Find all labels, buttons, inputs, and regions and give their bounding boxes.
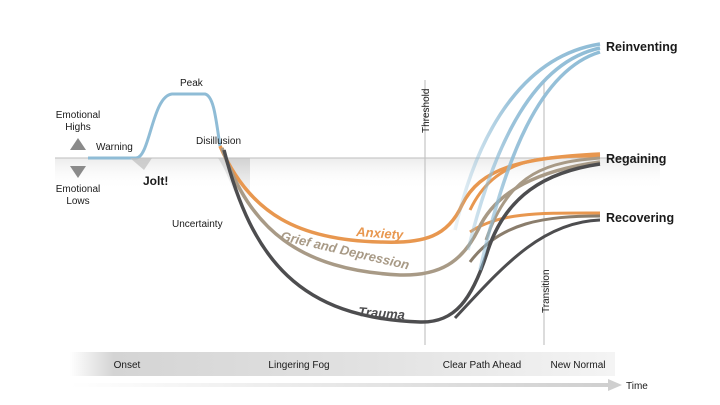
- time-label: Time: [626, 381, 648, 392]
- transition-label: Transition: [541, 269, 552, 313]
- down-triangle-icon: [70, 166, 86, 178]
- warning-label: Warning: [96, 142, 133, 153]
- phase-new-normal: New Normal: [550, 360, 605, 371]
- reinventing-label: Reinventing: [606, 40, 678, 54]
- peak-curve: [88, 92, 222, 160]
- emotional-highs-line2: Highs: [65, 122, 91, 133]
- jolt-label: Jolt!: [143, 174, 168, 188]
- phase-onset: Onset: [114, 360, 141, 371]
- grief-branch-2: [484, 156, 601, 241]
- emotional-lows-line2: Lows: [66, 196, 89, 207]
- anxiety-label: Anxiety: [355, 224, 405, 242]
- threshold-label: Threshold: [421, 89, 432, 133]
- jolt-shadow: [130, 158, 152, 170]
- time-arrow-icon: [608, 379, 622, 391]
- time-axis-bar: [70, 383, 610, 387]
- up-triangle-icon: [70, 138, 86, 150]
- phase-clear-path: Clear Path Ahead: [443, 360, 521, 371]
- disillusion-label: Disillusion: [196, 136, 241, 147]
- phase-band: [70, 352, 615, 376]
- phase-lingering-fog: Lingering Fog: [268, 360, 329, 371]
- anxiety-branch: [468, 154, 601, 211]
- grief-branch: [468, 214, 601, 263]
- trauma-label: Trauma: [358, 304, 406, 322]
- regaining-label: Regaining: [606, 152, 666, 166]
- reinventing-curve-2: [466, 46, 601, 251]
- uncertainty-label: Uncertainty: [172, 219, 223, 230]
- reinventing-curve-1: [453, 42, 601, 231]
- emotional-lows-line1: Emotional: [56, 184, 100, 195]
- trauma-curve: [222, 149, 601, 324]
- recovering-label: Recovering: [606, 211, 674, 225]
- grief-curve: [220, 147, 601, 277]
- reinventing-curve-3: [478, 50, 601, 271]
- emotional-highs-line1: Emotional: [56, 110, 100, 121]
- trauma-branch: [453, 218, 601, 320]
- peak-label: Peak: [180, 78, 204, 89]
